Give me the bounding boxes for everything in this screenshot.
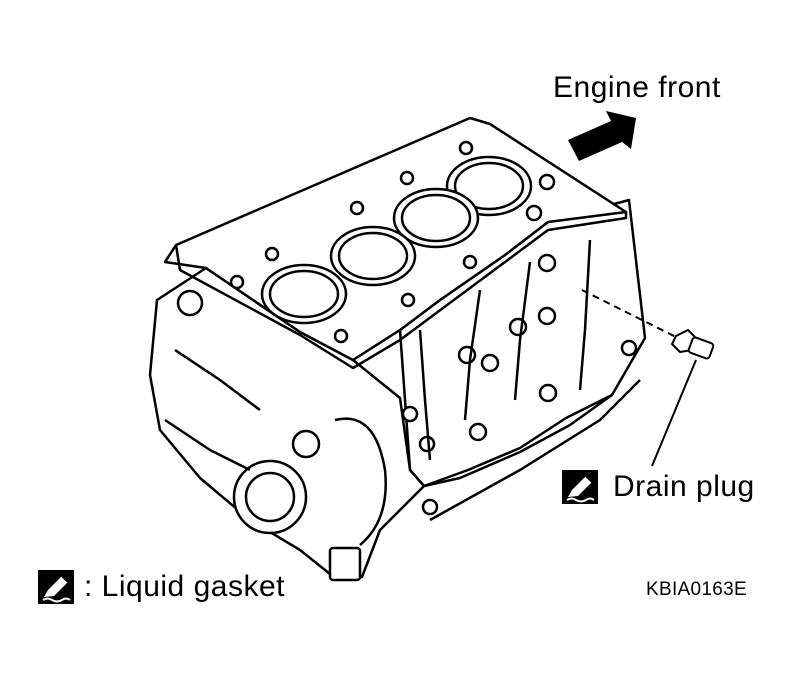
liquid-gasket-icon <box>561 469 599 505</box>
drain-plug-label: Drain plug <box>613 470 755 503</box>
drain-plug <box>581 289 715 360</box>
engine-block <box>148 116 647 582</box>
engine-front-arrow <box>568 111 636 161</box>
legend-text: : Liquid gasket <box>84 570 285 603</box>
figure-code: KBIA0163E <box>646 579 747 600</box>
drain-plug-leader <box>651 359 697 467</box>
liquid-gasket-icon <box>37 569 75 605</box>
engine-front-label: Engine front <box>553 71 721 104</box>
